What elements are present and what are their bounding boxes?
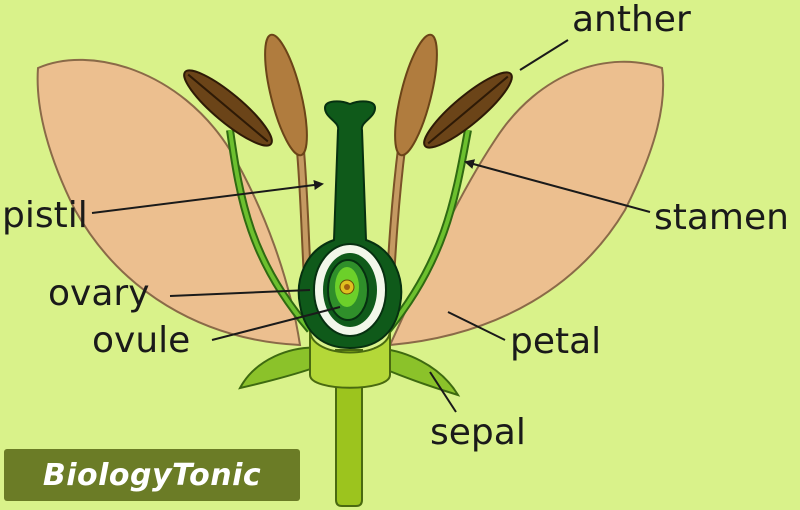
right-stamen-filament-inner bbox=[386, 129, 470, 332]
petal-leader bbox=[447, 311, 506, 341]
left-anther bbox=[183, 69, 273, 147]
left-stamen-filament-inner bbox=[228, 129, 312, 332]
label-ovule: ovule bbox=[92, 320, 191, 361]
right-anther bbox=[423, 71, 513, 149]
ovule-nucleus bbox=[344, 284, 350, 290]
stem bbox=[335, 349, 363, 507]
left-tall-anther bbox=[264, 33, 308, 157]
right-petal bbox=[388, 60, 665, 347]
right-tall-anther bbox=[394, 33, 438, 157]
sepal-leader bbox=[429, 371, 457, 413]
label-anther: anther bbox=[572, 0, 691, 40]
stamen-leader bbox=[464, 159, 651, 213]
label-ovary: ovary bbox=[48, 273, 150, 314]
watermark-badge: BiologyTonic bbox=[4, 449, 300, 501]
receptacle bbox=[309, 329, 391, 389]
label-pistil: pistil bbox=[2, 195, 88, 236]
label-stamen: stamen bbox=[654, 197, 789, 238]
label-petal: petal bbox=[510, 321, 602, 362]
label-sepal: sepal bbox=[430, 412, 526, 453]
ovule-leader bbox=[211, 306, 341, 341]
ovary-leader bbox=[169, 289, 311, 297]
watermark-text: BiologyTonic bbox=[42, 457, 262, 493]
anther-leader bbox=[519, 39, 569, 71]
pistil-leader bbox=[91, 180, 324, 214]
